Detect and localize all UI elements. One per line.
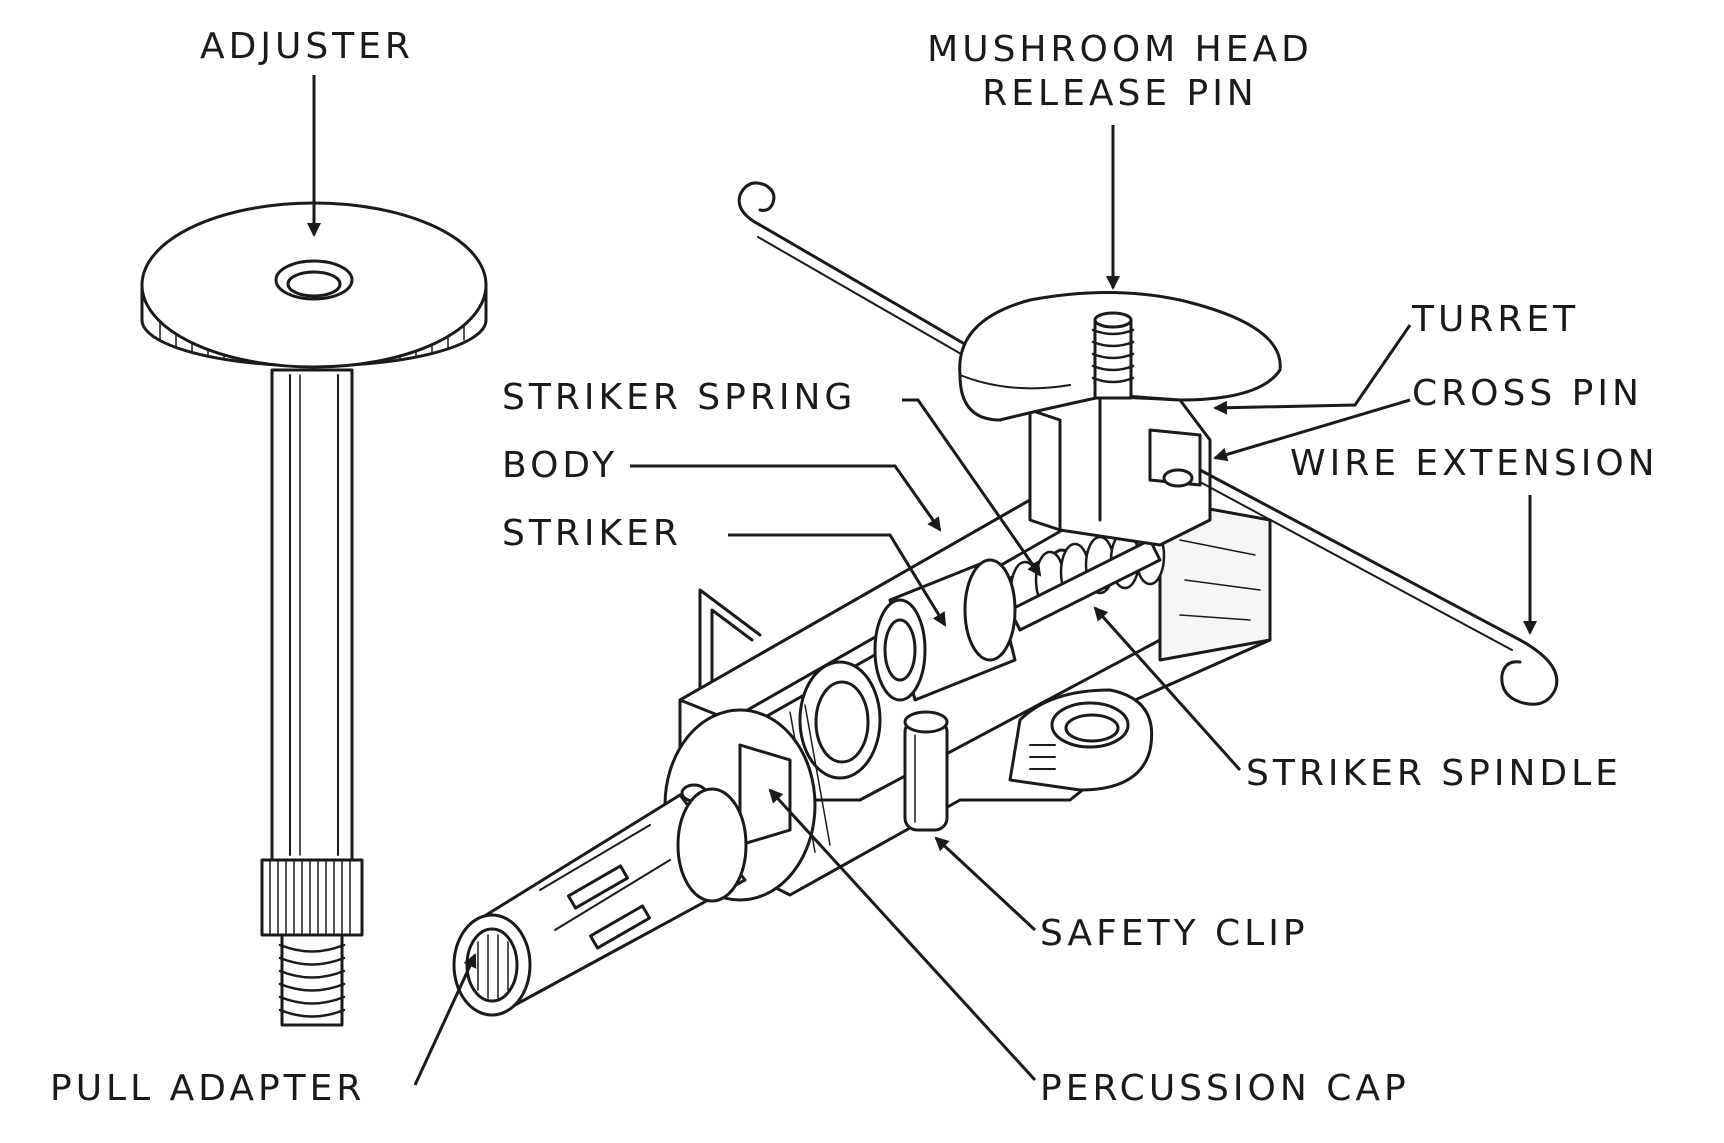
leader-striker-spindle [1093, 606, 1242, 772]
leader-body [630, 464, 942, 532]
wire-extension-part [1198, 468, 1559, 706]
safety-clip-part [903, 710, 949, 832]
label-wire-extension: WIRE EXTENSION [1290, 442, 1659, 486]
label-cross-pin: CROSS PIN [1412, 372, 1643, 416]
leader-safety-clip [934, 836, 1037, 932]
label-striker-spindle: STRIKER SPINDLE [1246, 752, 1622, 796]
leader-turret [1213, 324, 1412, 415]
label-adjuster: ADJUSTER [200, 25, 414, 69]
adjuster-part [140, 201, 488, 1027]
leader-lines [307, 75, 1537, 1086]
label-turret: TURRET [1412, 298, 1580, 342]
label-pull-adapter: PULL ADAPTER [50, 1067, 366, 1111]
leader-striker-spring [902, 398, 1042, 577]
turret-part [1028, 393, 1212, 547]
striker-spindle-part [1008, 538, 1162, 632]
leader-pull-adapter [413, 953, 477, 1086]
leader-striker [728, 533, 947, 627]
label-striker-spring: STRIKER SPRING [502, 376, 857, 420]
mushroom-head-part [958, 291, 1282, 422]
leader-cross-pin [1213, 398, 1411, 462]
wire-left [737, 181, 977, 363]
label-striker: STRIKER [502, 512, 682, 556]
label-body: BODY [502, 444, 619, 488]
label-percussion-cap: PERCUSSION CAP [1040, 1067, 1410, 1111]
label-safety-clip: SAFETY CLIP [1040, 912, 1309, 956]
inner-sleeve [774, 660, 882, 861]
striker-part [873, 558, 1017, 702]
pull-adapter-part [452, 708, 817, 1017]
leader-percussion-cap [768, 788, 1037, 1082]
label-mushroom-head-release-pin: MUSHROOM HEAD RELEASE PIN [927, 29, 1313, 114]
